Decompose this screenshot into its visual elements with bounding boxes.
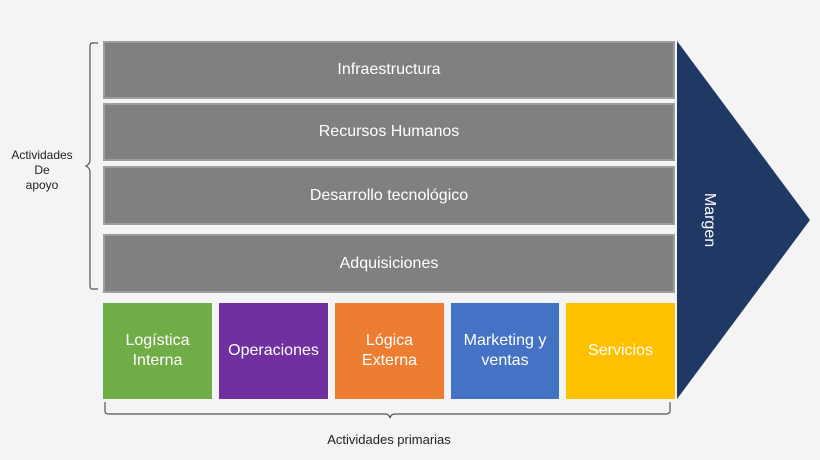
primary-activity-label: Operaciones [228, 342, 319, 359]
support-activity-adquisiciones: Adquisiciones [103, 234, 675, 293]
primary-activity-servicios: Servicios [566, 303, 675, 399]
support-activities-label: Actividades De apoyo [0, 148, 84, 193]
support-activity-infraestructura: Infraestructura [103, 41, 675, 99]
primary-activities-label: Actividades primarias [327, 432, 451, 447]
support-activity-recursos-humanos: Recursos Humanos [103, 103, 675, 161]
primary-activity-logica-externa: Lógica Externa [335, 303, 444, 399]
primary-activity-label: Lógica Externa [361, 332, 418, 369]
margin-label: Margen [701, 192, 718, 248]
primary-activity-logistica-interna: Logística Interna [103, 303, 212, 399]
support-label-line: Actividades [11, 148, 73, 162]
support-activity-label: Desarrollo tecnológico [309, 186, 469, 204]
primary-activity-label: Servicios [588, 342, 653, 359]
support-activity-label: Adquisiciones [339, 254, 439, 272]
support-bracket [84, 42, 98, 290]
support-activity-label: Infraestructura [337, 61, 441, 78]
primary-activity-label: Marketing y ventas [463, 332, 547, 369]
support-activity-label: Recursos Humanos [318, 123, 460, 140]
margin-arrow [677, 41, 810, 399]
primary-activity-label: Logística Interna [125, 332, 190, 369]
support-label-line: apoyo [25, 178, 59, 192]
primary-bracket [104, 402, 671, 419]
primary-activity-operaciones: Operaciones [219, 303, 328, 399]
support-label-line: De [34, 163, 50, 177]
primary-activity-marketing-ventas: Marketing y ventas [451, 303, 559, 399]
support-activity-desarrollo-tecnologico: Desarrollo tecnológico [103, 166, 675, 225]
